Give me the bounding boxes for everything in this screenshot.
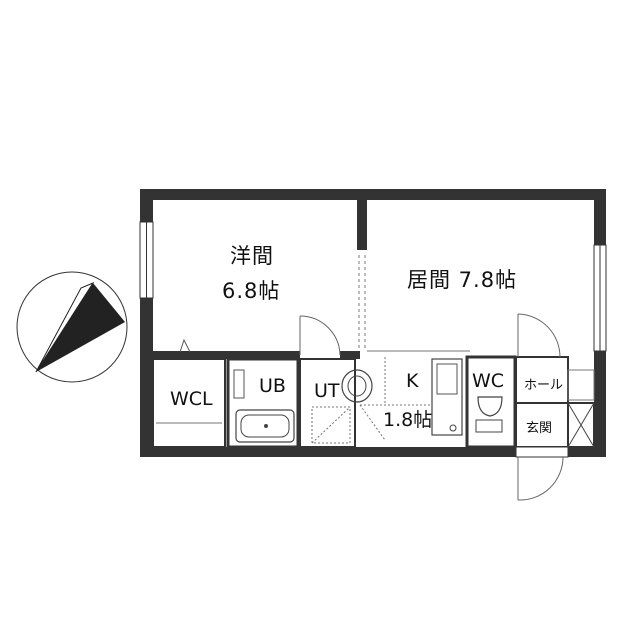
room-divider-wall xyxy=(153,351,360,359)
unit-bath xyxy=(226,357,300,449)
western-room-size: 6.8帖 xyxy=(222,279,281,303)
window-west xyxy=(139,221,154,299)
utility-room xyxy=(299,358,373,448)
door-western-room xyxy=(299,315,341,356)
entrance-door xyxy=(515,446,569,501)
entrance-label: 玄関 xyxy=(526,421,553,436)
living-room-label: 居間 7.8帖 xyxy=(407,268,518,292)
wc-label: WC xyxy=(472,370,505,392)
hall-label: ホール xyxy=(524,378,564,393)
wcl-closet xyxy=(152,338,226,448)
ut-label: UT xyxy=(314,380,340,402)
wcl-label: WCL xyxy=(170,388,213,410)
door-living-hall xyxy=(517,313,561,358)
kitchen-name: K xyxy=(406,370,419,392)
kitchen-area xyxy=(359,357,463,441)
kitchen-size: 1.8帖 xyxy=(383,409,433,431)
ub-label: UB xyxy=(259,375,286,397)
window-east xyxy=(593,244,607,352)
western-room-name: 洋間 xyxy=(230,244,274,268)
north-arrow-icon xyxy=(16,271,128,383)
partition-wall xyxy=(357,200,367,250)
